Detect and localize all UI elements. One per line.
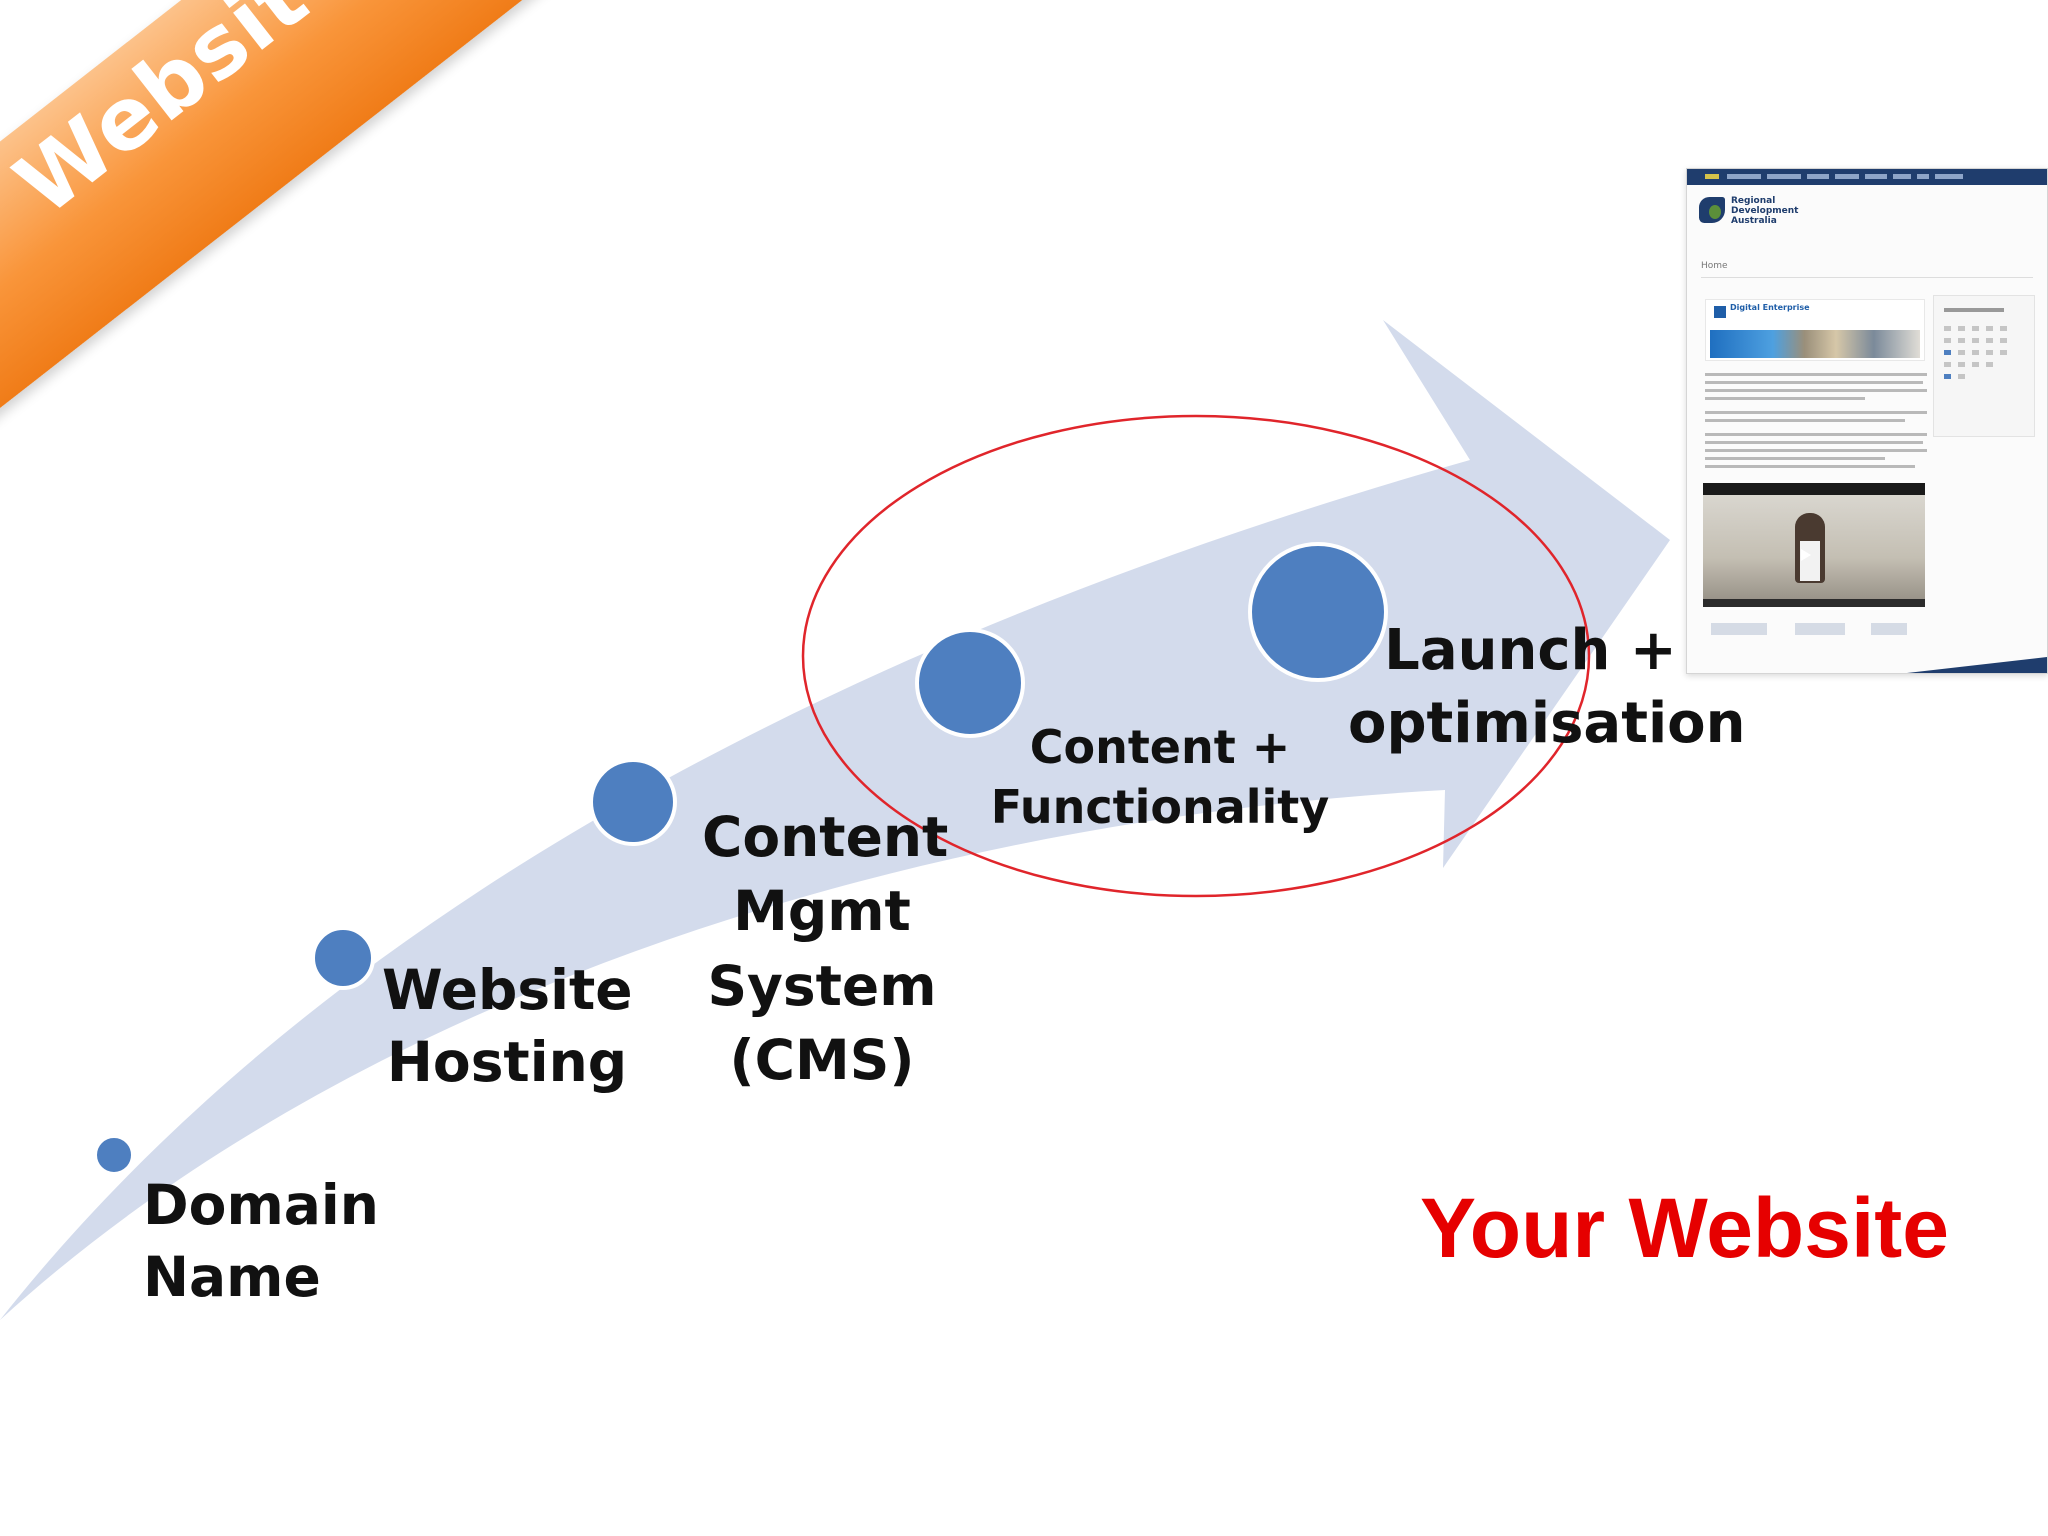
thumb-text-line (1705, 373, 1927, 376)
step-label-launch: Launch + optimisation (1348, 618, 1746, 756)
step-label-hosting: Website Hosting (382, 958, 633, 1094)
thumb-video-apron (1800, 541, 1820, 581)
step-label-content: Content + Functionality (990, 720, 1330, 834)
thumb-text-line (1705, 397, 1865, 400)
thumb-calendar-cell (1972, 326, 1979, 331)
thumb-calendar-cell (2000, 326, 2007, 331)
thumb-calendar-cell (1944, 350, 1951, 355)
thumb-text-line (1705, 457, 1885, 460)
thumb-calendar-cell (1986, 326, 1993, 331)
thumb-text-line (1705, 389, 1927, 392)
thumb-calendar-cell (1958, 362, 1965, 367)
thumb-calendar-cell (1958, 374, 1965, 379)
thumb-footer-logo (1795, 623, 1845, 635)
thumb-calendar-cell (1958, 326, 1965, 331)
thumb-promo-logo-icon (1714, 306, 1726, 318)
thumb-divider (1701, 277, 2033, 278)
thumb-footer-corner (1907, 657, 2047, 673)
website-thumbnail[interactable]: Regional Development Australia Home Digi… (1686, 168, 2048, 674)
thumb-nav-item (1865, 174, 1887, 179)
thumb-calendar-cell (1972, 338, 1979, 343)
thumb-calendar-cell (1986, 350, 1993, 355)
step-node-hosting[interactable] (311, 926, 375, 990)
step-node-content[interactable] (915, 628, 1025, 738)
thumb-calendar-cell (2000, 350, 2007, 355)
thumb-nav-item (1807, 174, 1829, 179)
thumb-nav-item (1727, 174, 1761, 179)
thumb-breadcrumb: Home (1701, 261, 1728, 271)
thumb-calendar-widget (1933, 295, 2035, 437)
play-icon[interactable] (1801, 549, 1811, 561)
thumb-nav-item (1767, 174, 1801, 179)
thumb-footer-logo (1711, 623, 1767, 635)
progress-arrow (0, 320, 1670, 1320)
thumb-text-line (1705, 419, 1905, 422)
thumb-logo-leaf-icon (1709, 205, 1721, 219)
thumb-nav-item (1705, 174, 1719, 179)
step-label-cms: Content Mgmt System (CMS) (702, 805, 949, 1092)
thumb-calendar-cell (1958, 350, 1965, 355)
thumb-calendar-cell (1986, 338, 1993, 343)
step-node-cms[interactable] (589, 758, 677, 846)
thumb-text-line (1705, 449, 1927, 452)
step-node-launch[interactable] (1248, 542, 1388, 682)
thumb-text-line (1705, 411, 1927, 414)
highlight-ellipse (801, 414, 1591, 898)
result-label: Your Website (1420, 1181, 1949, 1275)
thumb-calendar-cell (1944, 326, 1951, 331)
thumb-video-title-bar (1703, 483, 1925, 495)
thumb-nav-item (1893, 174, 1911, 179)
thumb-calendar-title (1944, 308, 2004, 312)
step-node-domain[interactable] (93, 1134, 135, 1176)
thumb-text-line (1705, 441, 1923, 444)
step-label-domain: Domain Name (143, 1173, 379, 1309)
thumb-video-player[interactable] (1703, 483, 1925, 607)
thumb-calendar-cell (2000, 338, 2007, 343)
thumb-text-line (1705, 465, 1915, 468)
thumb-calendar-cell (1986, 362, 1993, 367)
thumb-calendar-cell (1944, 338, 1951, 343)
thumb-promo-banner: Digital Enterprise (1705, 299, 1925, 361)
thumb-footer-logo (1871, 623, 1907, 635)
thumb-nav-item (1935, 174, 1963, 179)
thumb-calendar-cell (1944, 362, 1951, 367)
thumb-calendar-cell (1972, 362, 1979, 367)
thumb-text-line (1705, 433, 1927, 436)
thumb-calendar-cell (1958, 338, 1965, 343)
thumb-calendar-cell (1972, 350, 1979, 355)
thumb-nav-item (1835, 174, 1859, 179)
thumb-logo-text: Regional Development Australia (1731, 196, 1799, 226)
thumb-video-frame (1703, 495, 1925, 599)
thumb-nav-item (1917, 174, 1929, 179)
thumb-text-line (1705, 381, 1923, 384)
thumb-promo-title: Digital Enterprise (1730, 303, 1810, 312)
thumb-promo-image (1710, 330, 1920, 358)
thumb-calendar-cell (1944, 374, 1951, 379)
